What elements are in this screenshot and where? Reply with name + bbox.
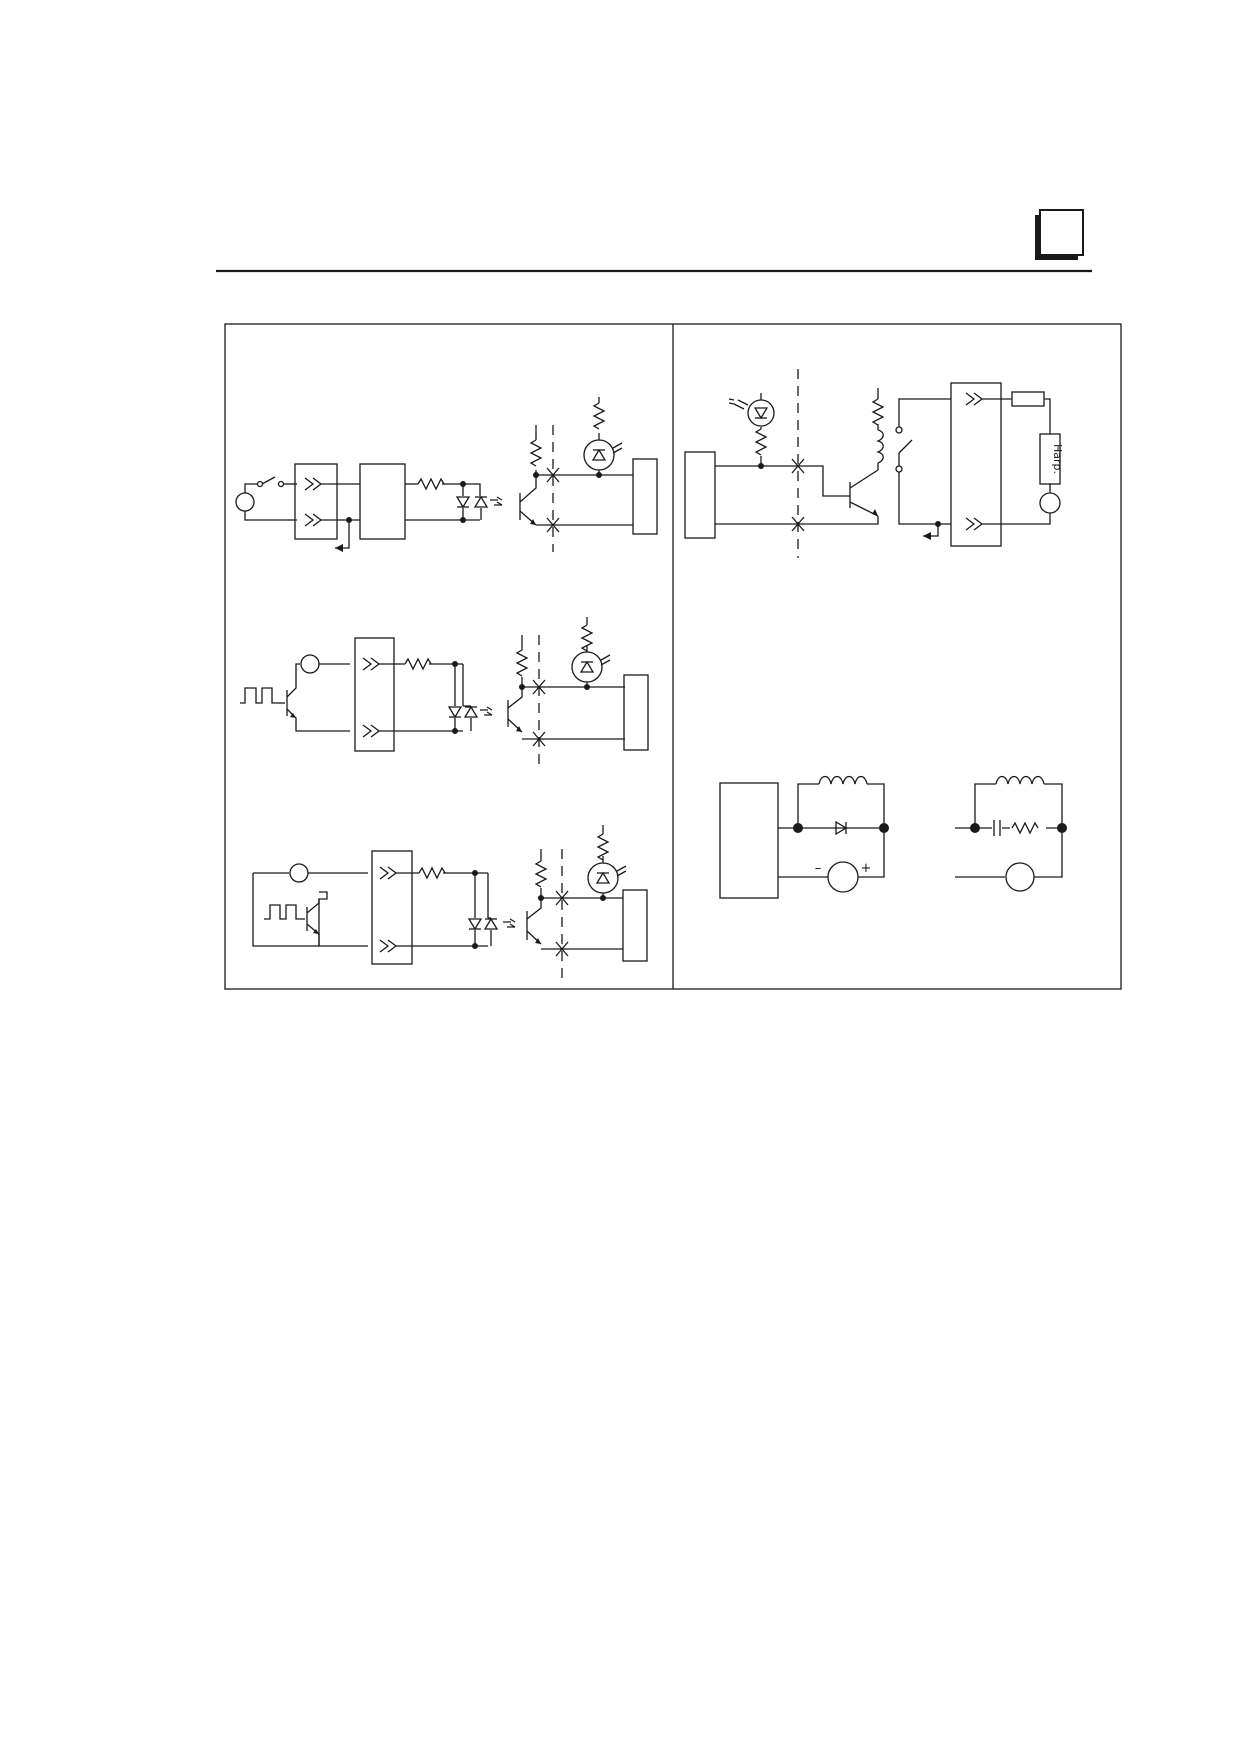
led-lamp-circle bbox=[571, 651, 603, 683]
load-coil bbox=[995, 775, 1045, 785]
led-lamp-circle bbox=[587, 862, 619, 894]
fuse bbox=[1011, 391, 1045, 407]
pulse-signal bbox=[240, 687, 278, 704]
figure-frame bbox=[224, 323, 1122, 990]
terminal-block bbox=[371, 850, 413, 965]
module-block bbox=[719, 782, 779, 899]
led-lamp-circle bbox=[583, 439, 615, 471]
ac-source-circle bbox=[1005, 862, 1035, 892]
input-circuit-contact bbox=[235, 397, 658, 552]
module-block bbox=[622, 889, 648, 962]
input-filter-block bbox=[359, 463, 406, 540]
terminal-block bbox=[950, 382, 1002, 547]
dc-source-circle bbox=[827, 861, 859, 893]
terminal-block bbox=[354, 637, 395, 752]
led-lamp-circle bbox=[747, 399, 775, 427]
source-circle bbox=[289, 863, 309, 883]
suppression-rc-circuit bbox=[955, 775, 1067, 892]
module-block bbox=[623, 674, 649, 751]
corner-tab-box bbox=[1035, 209, 1084, 260]
module-block bbox=[684, 451, 716, 539]
pulse-signal bbox=[264, 904, 301, 920]
module-block bbox=[632, 458, 658, 535]
source-circle bbox=[235, 492, 255, 512]
source-circle bbox=[300, 654, 320, 674]
terminal-block bbox=[294, 463, 338, 540]
load-source-circle bbox=[1039, 492, 1061, 514]
relay-contact bbox=[898, 439, 913, 454]
input-circuit-enclosed-transistor bbox=[252, 825, 648, 980]
input-circuit-transistor bbox=[240, 617, 649, 768]
load-coil bbox=[818, 775, 868, 785]
capacitor bbox=[993, 820, 1001, 836]
page-header bbox=[216, 209, 1092, 273]
switch-contact bbox=[261, 476, 276, 485]
plus-label: + bbox=[861, 861, 872, 876]
minus-label: – bbox=[815, 861, 822, 876]
load-label: Harp. bbox=[1051, 444, 1064, 474]
relay-coil bbox=[876, 429, 884, 464]
output-circuit-relay: Harp. bbox=[684, 369, 1064, 558]
suppression-diode-circuit: – + bbox=[719, 775, 889, 899]
